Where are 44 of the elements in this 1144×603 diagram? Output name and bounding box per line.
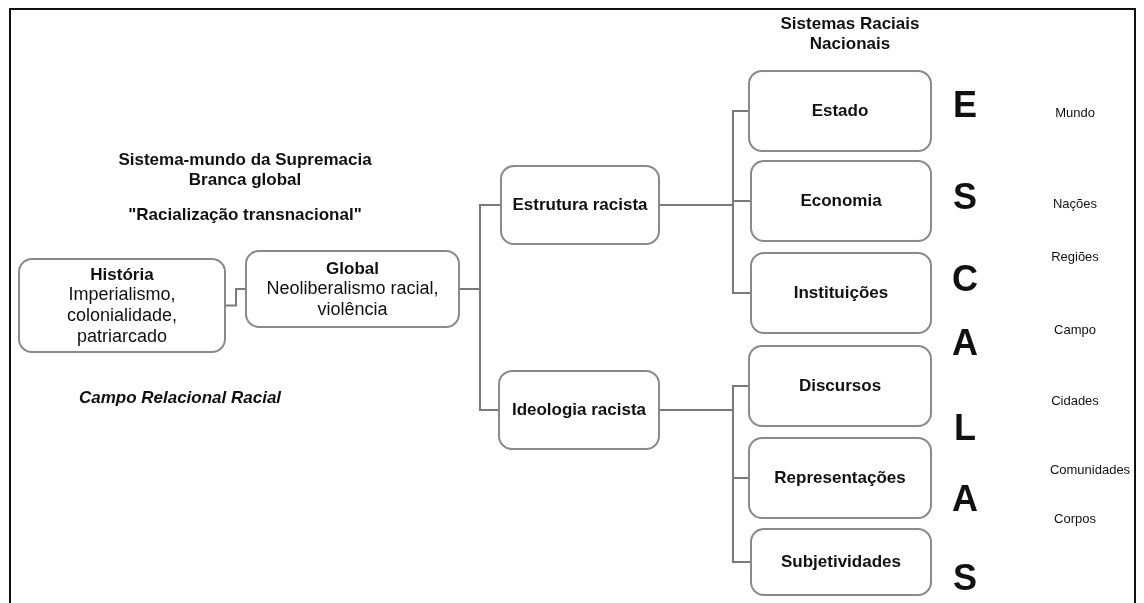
scale-letter: A — [951, 322, 979, 364]
connector-line — [225, 288, 246, 307]
scale-level-label: Nações — [1051, 197, 1099, 212]
connector-line — [459, 288, 499, 411]
box-title: Global — [326, 258, 379, 279]
rounded-box — [245, 250, 460, 328]
heading-text: Sistema-mundo da Supremacia Branca global — [117, 150, 373, 190]
rounded-box — [748, 70, 932, 152]
scale-level-label: Regiões — [1050, 250, 1100, 265]
connector-line — [659, 204, 751, 294]
box-text: Imperialismo, colonialidade, patriarcado — [65, 284, 179, 347]
scale-letter: A — [951, 478, 979, 520]
rounded-box — [498, 370, 660, 450]
scale-level-label: Comunidades — [1048, 463, 1132, 478]
box-title: Representações — [774, 468, 906, 488]
box-title: Instituições — [793, 283, 889, 303]
scale-level-label: Mundo — [1054, 106, 1096, 121]
scale-letter: C — [951, 258, 979, 300]
connector-line — [659, 409, 751, 563]
rounded-box — [750, 252, 932, 334]
scale-level-label: Campo — [1053, 323, 1097, 338]
scale-level-label: Corpos — [1053, 512, 1097, 527]
rounded-box — [500, 165, 660, 245]
box-title: Discursos — [798, 376, 882, 396]
box-title: História — [90, 264, 154, 285]
scale-level-label: Cidades — [1050, 394, 1100, 409]
scale-letter: E — [952, 84, 978, 126]
rounded-box — [750, 160, 932, 242]
box-title: Ideologia racista — [511, 400, 647, 420]
rounded-box — [18, 258, 226, 353]
box-text: Neoliberalismo racial, violência — [265, 278, 440, 320]
scale-letter: S — [952, 176, 978, 218]
rounded-box — [748, 437, 932, 519]
subheading-text: "Racialização transnacional" — [127, 205, 363, 225]
rounded-box — [750, 528, 932, 596]
box-title: Subjetividades — [781, 552, 901, 572]
box-title: Estado — [811, 101, 869, 121]
field-label: Campo Relacional Racial — [77, 388, 283, 408]
scale-letter: L — [953, 407, 977, 449]
heading-text: Sistemas Raciais Nacionais — [779, 14, 921, 54]
box-title: Estrutura racista — [512, 195, 648, 215]
rounded-box — [748, 345, 932, 427]
scale-letter: S — [952, 557, 978, 599]
box-title: Economia — [800, 191, 882, 211]
